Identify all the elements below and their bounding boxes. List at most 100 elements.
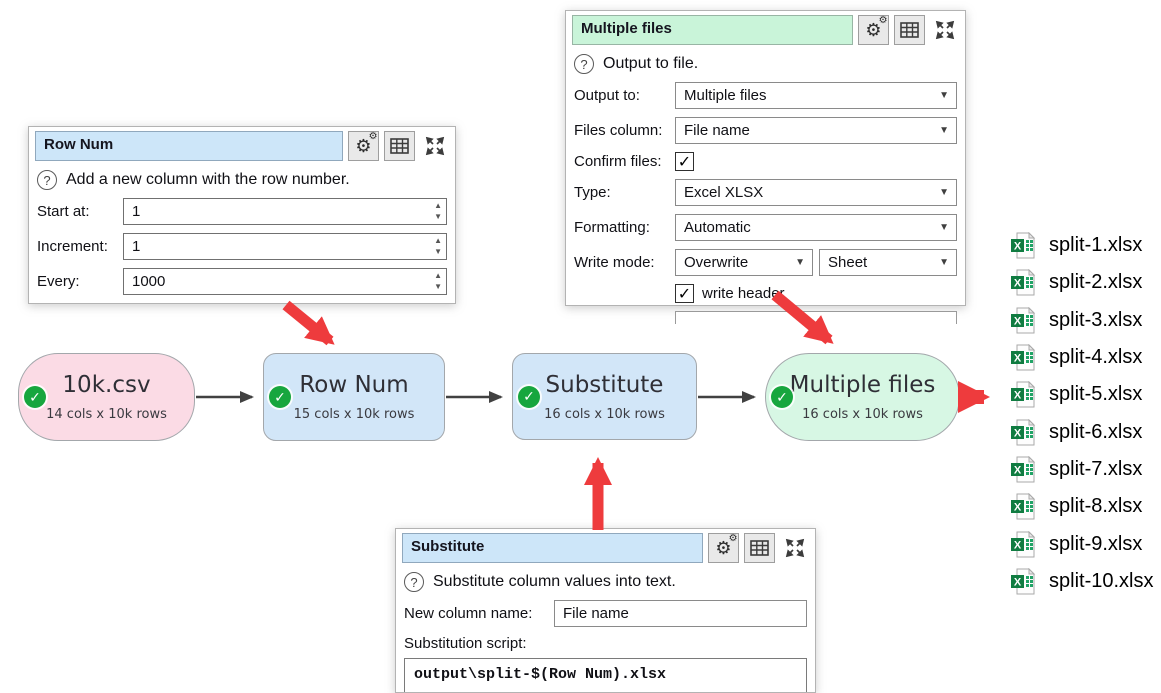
node-title: Row Num	[299, 372, 409, 398]
increment-label: Increment:	[37, 238, 108, 255]
panel-header: Multiple files ⚙⚙	[572, 15, 959, 45]
svg-text:X: X	[1014, 539, 1022, 551]
panel-description: Substitute column values into text.	[433, 573, 676, 590]
file-name: split-3.xlsx	[1049, 308, 1143, 331]
ok-status-icon: ✓	[771, 386, 793, 408]
list-item: X split-3.xlsx	[1010, 302, 1153, 339]
node-title: 10k.csv	[62, 372, 151, 398]
excel-file-icon: X	[1011, 455, 1036, 483]
list-item: X split-6.xlsx	[1010, 413, 1153, 450]
svg-text:X: X	[1014, 315, 1022, 327]
chevron-down-icon: ▼	[939, 221, 949, 233]
settings-button[interactable]: ⚙⚙	[858, 15, 889, 45]
clipped-field	[675, 311, 957, 324]
row-num-panel: Row Num ⚙⚙ ? Add a new column with the r…	[28, 126, 456, 304]
list-item: X split-8.xlsx	[1010, 488, 1153, 525]
increment-input[interactable]: 1 ▲▼	[123, 233, 447, 260]
svg-text:X: X	[1014, 502, 1022, 514]
chevron-down-icon: ▼	[939, 186, 949, 198]
file-name: split-7.xlsx	[1049, 457, 1143, 480]
table-icon	[750, 540, 769, 556]
panel-header: Row Num ⚙⚙	[35, 131, 449, 161]
panel-description: Output to file.	[603, 55, 699, 72]
chevron-down-icon: ▼	[939, 124, 949, 136]
write-header-checkbox[interactable]: ✓	[675, 284, 694, 303]
file-name: split-10.xlsx	[1049, 569, 1154, 592]
excel-file-icon: X	[1011, 418, 1036, 446]
svg-text:X: X	[1014, 427, 1022, 439]
settings-button[interactable]: ⚙⚙	[708, 533, 739, 563]
file-name: split-6.xlsx	[1049, 420, 1143, 443]
every-label: Every:	[37, 273, 80, 290]
excel-file-icon: X	[1011, 493, 1036, 520]
table-icon	[900, 22, 919, 38]
files-column-label: Files column:	[574, 122, 663, 139]
help-icon[interactable]: ?	[404, 572, 424, 592]
expand-button[interactable]	[930, 15, 959, 45]
gear-icon: ⚙⚙	[715, 533, 738, 558]
spinner-buttons[interactable]: ▲▼	[434, 272, 442, 291]
spin-up-icon: ▲	[434, 271, 442, 280]
flow-node-row-num[interactable]: ✓ Row Num 15 cols x 10k rows	[263, 353, 445, 441]
ok-status-icon: ✓	[518, 385, 540, 408]
transform-name-field[interactable]: Substitute	[402, 533, 703, 563]
spinner-buttons[interactable]: ▲▼	[434, 237, 442, 256]
svg-text:X: X	[1014, 278, 1022, 290]
table-view-button[interactable]	[894, 15, 925, 45]
write-mode-sheet-select[interactable]: Sheet ▼	[819, 249, 957, 276]
excel-file-icon: X	[1011, 344, 1036, 371]
new-column-name-input[interactable]: File name	[554, 600, 807, 627]
write-header-label: write header	[702, 285, 785, 302]
table-view-button[interactable]	[744, 533, 775, 563]
files-column-select[interactable]: File name ▼	[675, 117, 957, 144]
spin-down-icon: ▼	[434, 212, 442, 221]
check-icon: ✓	[677, 153, 692, 171]
help-icon[interactable]: ?	[574, 54, 594, 74]
multiple-files-panel: Multiple files ⚙⚙ ? Output to file. Outp…	[565, 10, 966, 324]
formatting-select[interactable]: Automatic ▼	[675, 214, 957, 241]
expand-button[interactable]	[420, 131, 449, 161]
transform-name-field[interactable]: Row Num	[35, 131, 343, 161]
panel-description: Add a new column with the row number.	[66, 171, 350, 188]
start-at-input[interactable]: 1 ▲▼	[123, 198, 447, 225]
output-name-field[interactable]: Multiple files	[572, 15, 853, 45]
file-name: split-8.xlsx	[1049, 495, 1143, 518]
excel-file-icon: X	[1011, 530, 1036, 558]
spin-down-icon: ▼	[434, 247, 442, 256]
flow-node-multiple-files[interactable]: ✓ Multiple files 16 cols x 10k rows	[765, 353, 960, 441]
excel-file-icon: X	[1011, 306, 1036, 334]
confirm-files-checkbox[interactable]: ✓	[675, 152, 694, 171]
substitution-script-input[interactable]: output\split-$(Row Num).xlsx	[404, 658, 807, 692]
settings-button[interactable]: ⚙⚙	[348, 131, 379, 161]
output-to-select[interactable]: Multiple files ▼	[675, 82, 957, 109]
svg-text:X: X	[1014, 464, 1022, 476]
type-select[interactable]: Excel XLSX ▼	[675, 179, 957, 206]
expand-icon	[425, 136, 444, 156]
svg-text:X: X	[1014, 576, 1022, 588]
file-name: split-2.xlsx	[1049, 271, 1143, 294]
write-mode-select[interactable]: Overwrite ▼	[675, 249, 813, 276]
table-icon	[390, 138, 409, 154]
svg-text:X: X	[1014, 390, 1022, 402]
file-name: split-4.xlsx	[1049, 346, 1143, 369]
type-label: Type:	[574, 184, 611, 201]
table-view-button[interactable]	[384, 131, 415, 161]
flow-node-10k-csv[interactable]: ✓ 10k.csv 14 cols x 10k rows	[18, 353, 195, 441]
spinner-buttons[interactable]: ▲▼	[434, 202, 442, 221]
help-icon[interactable]: ?	[37, 170, 57, 190]
list-item: X split-2.xlsx	[1010, 264, 1153, 301]
spin-down-icon: ▼	[434, 282, 442, 291]
expand-icon	[935, 20, 954, 40]
new-column-name-label: New column name:	[404, 605, 533, 622]
check-icon: ✓	[677, 285, 692, 303]
spin-up-icon: ▲	[434, 236, 442, 245]
ok-status-icon: ✓	[24, 386, 46, 408]
node-subtitle: 16 cols x 10k rows	[802, 407, 923, 422]
excel-file-icon: X	[1011, 381, 1036, 408]
list-item: X split-7.xlsx	[1010, 451, 1153, 488]
every-input[interactable]: 1000 ▲▼	[123, 268, 447, 295]
expand-button[interactable]	[780, 533, 809, 563]
flow-node-substitute[interactable]: ✓ Substitute 16 cols x 10k rows	[512, 353, 697, 440]
substitution-script-label: Substitution script:	[404, 635, 527, 652]
